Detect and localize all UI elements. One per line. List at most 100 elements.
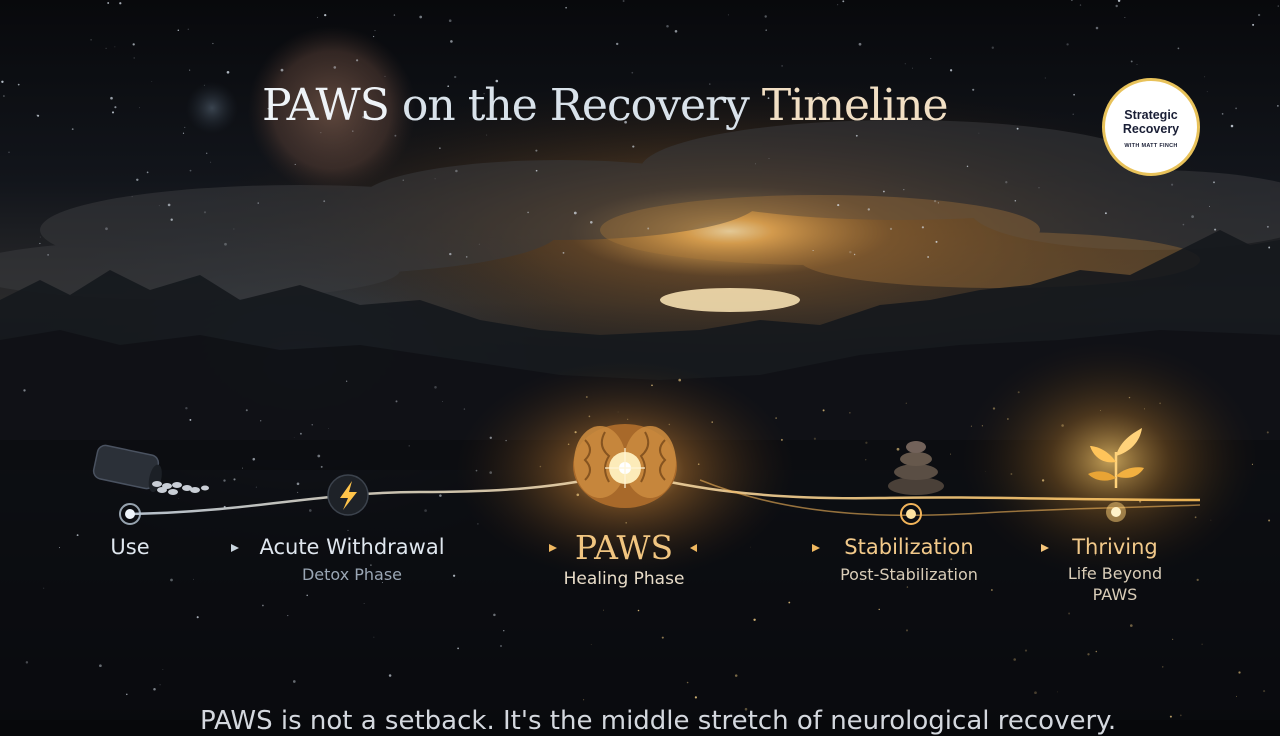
star xyxy=(860,117,862,119)
star xyxy=(1016,127,1019,130)
star xyxy=(442,401,444,402)
star xyxy=(964,551,967,554)
star xyxy=(764,15,767,18)
star xyxy=(308,509,312,512)
star xyxy=(131,196,133,198)
star xyxy=(162,669,164,670)
star xyxy=(711,421,713,423)
star xyxy=(1169,715,1172,718)
star xyxy=(455,169,458,173)
star xyxy=(1013,658,1016,661)
clouds xyxy=(0,120,1280,300)
star xyxy=(8,151,10,154)
star xyxy=(1115,4,1118,8)
star xyxy=(439,494,442,497)
star xyxy=(493,613,496,617)
star xyxy=(527,211,529,214)
star xyxy=(333,66,337,69)
star xyxy=(39,242,41,245)
star xyxy=(817,93,819,94)
star xyxy=(153,687,156,691)
star xyxy=(146,171,149,174)
star xyxy=(1057,691,1058,693)
star xyxy=(111,111,115,114)
star xyxy=(352,130,354,132)
star xyxy=(905,629,909,632)
star xyxy=(853,253,856,256)
star xyxy=(867,208,870,211)
star xyxy=(837,204,840,207)
star xyxy=(439,147,441,149)
star xyxy=(905,402,907,404)
star xyxy=(1079,4,1082,6)
star xyxy=(293,109,296,112)
star xyxy=(465,256,468,258)
star xyxy=(940,542,942,544)
star xyxy=(419,15,423,19)
star xyxy=(1073,93,1075,96)
star xyxy=(842,0,845,3)
star xyxy=(245,409,248,412)
star xyxy=(912,67,914,69)
star xyxy=(686,681,689,684)
star xyxy=(1152,554,1155,557)
star xyxy=(105,47,107,50)
arrow-acute-to-paws xyxy=(469,544,557,552)
star xyxy=(408,445,410,447)
star xyxy=(324,13,327,17)
stacked-stones-icon xyxy=(888,441,944,495)
star xyxy=(260,420,262,422)
star xyxy=(252,457,256,461)
star xyxy=(992,407,996,410)
star xyxy=(196,616,199,619)
star xyxy=(1129,624,1133,627)
star xyxy=(603,609,604,611)
star xyxy=(71,128,74,130)
star xyxy=(1144,408,1145,410)
star xyxy=(255,486,257,488)
star xyxy=(647,227,650,230)
star xyxy=(849,412,851,414)
star xyxy=(370,564,372,566)
star xyxy=(1014,200,1017,202)
star xyxy=(463,408,466,410)
star xyxy=(1087,653,1090,656)
star xyxy=(1017,391,1020,394)
star xyxy=(1266,225,1269,228)
star xyxy=(170,578,173,582)
star xyxy=(76,534,79,537)
star xyxy=(878,608,880,611)
star xyxy=(813,437,816,440)
star xyxy=(574,431,577,434)
star xyxy=(384,75,386,77)
star xyxy=(865,459,867,461)
star xyxy=(691,119,693,121)
star xyxy=(822,409,825,412)
star xyxy=(311,424,313,426)
star xyxy=(516,112,518,114)
star xyxy=(503,630,505,632)
node-use xyxy=(119,503,141,525)
star xyxy=(483,93,485,95)
star xyxy=(189,169,192,172)
star xyxy=(539,465,542,468)
star xyxy=(90,38,92,41)
star xyxy=(904,63,906,65)
star xyxy=(393,14,396,16)
star xyxy=(210,161,212,163)
star xyxy=(139,107,140,109)
star xyxy=(185,406,188,410)
title-timeline: Timeline xyxy=(761,80,949,131)
arrow-stabilization-to-thriving xyxy=(997,544,1049,552)
star xyxy=(489,436,492,439)
star xyxy=(151,81,153,82)
star xyxy=(17,83,20,86)
star xyxy=(573,211,577,215)
star xyxy=(203,211,207,214)
star xyxy=(744,707,748,711)
star xyxy=(280,68,284,72)
planet-glow xyxy=(248,26,416,194)
star xyxy=(424,509,427,512)
star xyxy=(294,163,296,165)
star xyxy=(1201,643,1203,645)
